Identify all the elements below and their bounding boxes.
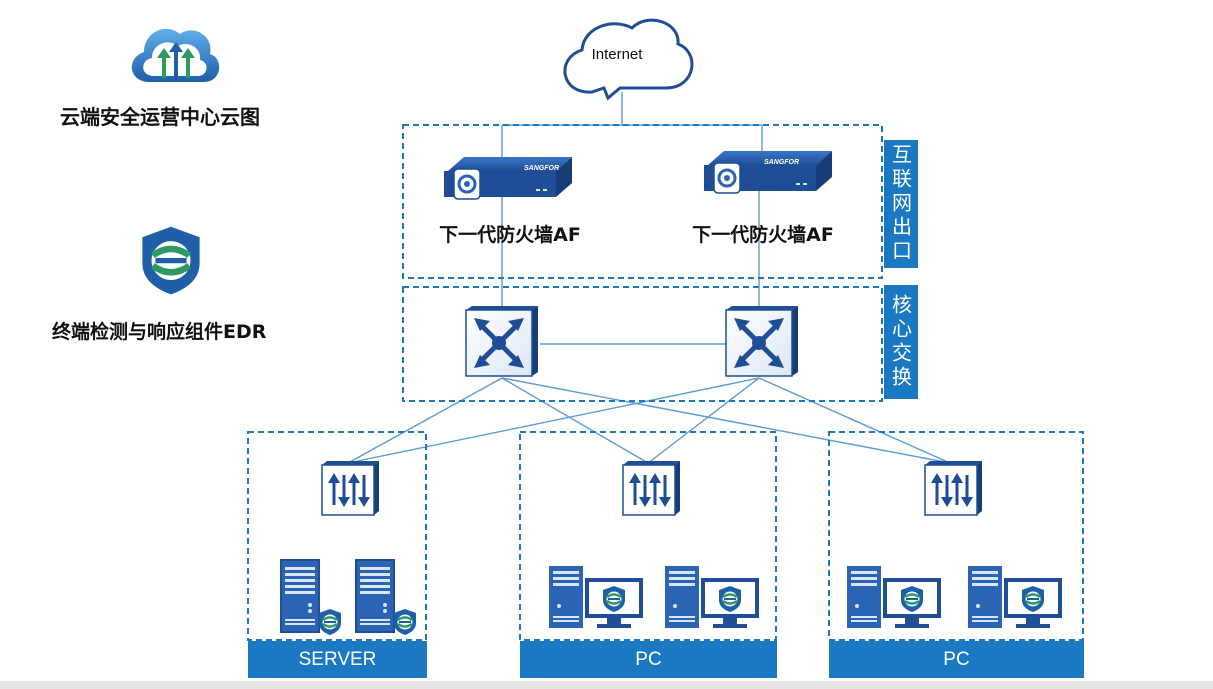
access-switch-server [320,459,381,517]
cloud-upload-icon [131,28,220,82]
pc-group-zone-1 [519,431,777,641]
server-1 [280,559,320,633]
server-group-zone [247,431,427,641]
firewall-label-1: 下一代防火墙AF [439,223,581,246]
pc-1 [549,566,643,628]
pc-3 [847,566,941,628]
firewall-device-2 [702,149,834,195]
internet-cloud [563,18,694,101]
core-switch-1 [466,306,538,376]
pc-4 [968,566,1062,628]
access-switch-pc-2 [923,459,984,517]
edr-shield-icon [142,226,200,295]
cloud-center-label: 云端安全运营中心云图 [60,105,260,129]
core-switch-zone [402,286,883,402]
internet-exit-zone-label: 互联网出口 [884,140,918,268]
core-switch-zone-label: 核心交换 [884,285,918,399]
pc-group-zone-2 [828,431,1084,641]
firewall-brand-2: SANGFOR [764,159,799,166]
access-switch-pc-1 [621,459,682,517]
internet-label: Internet [592,46,644,63]
edr-label: 终端检测与响应组件EDR [52,321,267,343]
server-group-label: SERVER [248,641,427,678]
firewall-label-2: 下一代防火墙AF [692,223,834,246]
firewall-device-1 [442,155,574,201]
core-switch-2 [726,306,798,376]
edr-badge-server-2 [392,607,418,637]
bottom-strip [0,681,1213,689]
internet-exit-zone [402,124,883,279]
pc-group-label-1: PC [520,641,777,678]
pc-2 [665,566,759,628]
pc-group-label-2: PC [829,641,1084,678]
firewall-brand-1: SANGFOR [524,165,559,172]
edr-badge-server-1 [317,607,343,637]
server-2 [355,559,395,633]
